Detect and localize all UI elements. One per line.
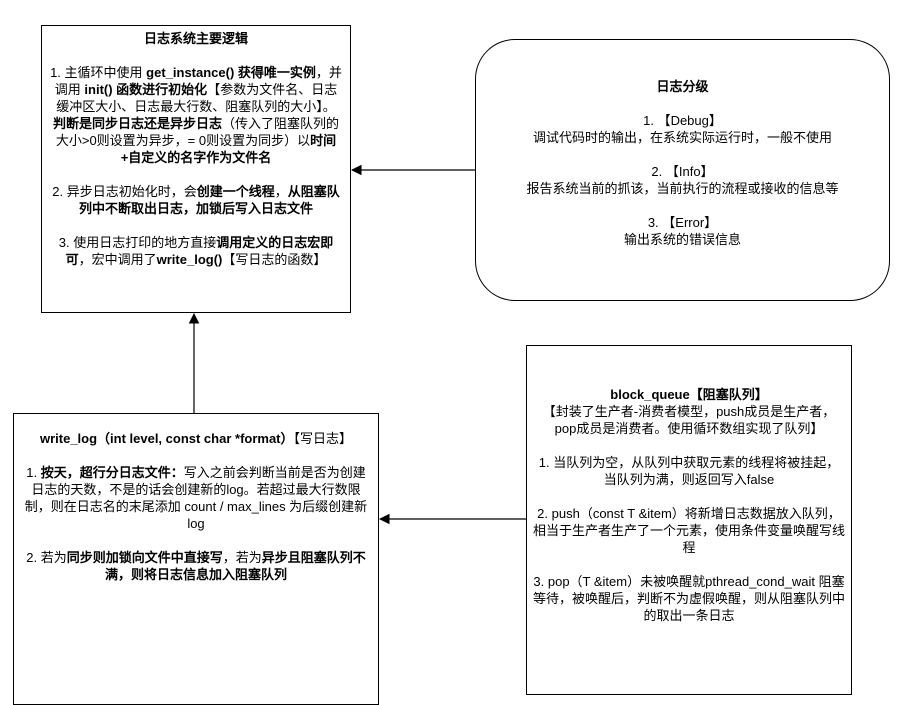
main-step2-text-b: ，: [274, 184, 288, 199]
main-step3-text-c: 【写日志的函数】: [222, 252, 327, 267]
write-step1-text-a: 1.: [26, 465, 41, 480]
main-logic-step-3: 3. 使用日志打印的地方直接调用定义的日志宏即可，宏中调用了write_log(…: [50, 234, 342, 268]
main-step1-text-a: 1. 主循环中使用: [50, 65, 147, 80]
main-step1-bold-d: 时间+自定义的名字作为文件名: [120, 133, 337, 165]
log-level-debug-desc: 调试代码时的输出，在系统实际运行时，一般不使用: [532, 130, 832, 145]
block-queue-box: block_queue【阻塞队列】 【封装了生产者-消费者模型，push成员是生…: [526, 345, 852, 695]
main-logic-box: 日志系统主要逻辑 1. 主循环中使用 get_instance() 获得唯一实例…: [41, 25, 351, 313]
log-level-info-head: 2. 【Info】: [651, 164, 714, 179]
write-log-box: write_log（int level, const char *format）…: [13, 413, 379, 705]
log-level-error-head: 3. 【Error】: [647, 215, 718, 230]
write-step1-text-b: 写入之前会判断当前是否为创建日志的天数，不是的话会创建新的log。若超过最大行数…: [24, 465, 368, 531]
main-step3-bold-a: 调用定义的日志宏即可: [65, 235, 334, 267]
write-log-title-signature: write_log（int level, const char *format）: [39, 431, 294, 446]
write-step2-text-a: 2. 若为: [26, 550, 67, 565]
main-logic-step-2: 2. 异步日志初始化时，会创建一个线程，从阻塞队列中不断取出日志，加锁后写入日志…: [50, 183, 342, 217]
main-step2-text-a: 2. 异步日志初始化时，会: [52, 184, 197, 199]
write-log-title: write_log（int level, const char *format）…: [22, 430, 370, 447]
block-queue-subtitle: 【封装了生产者-消费者模型，push成员是生产者，pop成员是消费者。使用循环数…: [542, 404, 836, 436]
main-step1-text-d: （传入了阻塞队列的大小>0则设置为异步，= 0则设置为同步）以: [55, 116, 340, 148]
main-step1-bold-c: 判断是同步日志还是异步日志: [52, 116, 222, 131]
main-step2-bold-a: 创建一个线程: [196, 184, 275, 199]
write-step2-bold-b: 异步且阻塞队列不满，则将日志信息加入阻塞队列: [104, 550, 366, 582]
log-level-debug-head: 1. 【Debug】: [643, 113, 722, 128]
main-step1-text-b: ，并调用: [54, 65, 342, 97]
block-queue-title: block_queue【阻塞队列】: [610, 387, 768, 402]
log-levels-box: 日志分级 1. 【Debug】 调试代码时的输出，在系统实际运行时，一般不使用 …: [475, 39, 890, 301]
write-log-step-1: 1. 按天，超行分日志文件：写入之前会判断当前是否为创建日志的天数，不是的话会创…: [22, 464, 370, 532]
block-queue-point-2: 2. push（const T &item）将新增日志数据放入队列，相当于生产者…: [533, 506, 846, 555]
main-step3-text-b: ，宏中调用了: [78, 252, 157, 267]
main-step2-bold-b: 从阻塞队列中不断取出日志，加锁后写入日志文件: [78, 184, 340, 216]
main-step3-text-a: 3. 使用日志打印的地方直接: [58, 235, 217, 250]
write-step2-bold-a: 同步则加锁向文件中直接写: [66, 550, 223, 565]
write-step2-text-b: ，若为: [222, 550, 262, 565]
main-logic-step-1: 1. 主循环中使用 get_instance() 获得唯一实例，并调用 init…: [50, 64, 342, 166]
log-levels-title: 日志分级: [656, 79, 709, 94]
main-logic-title: 日志系统主要逻辑: [143, 31, 248, 46]
block-queue-point-1: 1. 当队列为空，从队列中获取元素的线程将被挂起，当队列为满，则返回写入fals…: [538, 455, 840, 487]
write-log-title-note: 【写日志】: [293, 431, 353, 446]
main-step1-text-c: 【参数为文件名、日志缓冲区大小、日志最大行数、阻塞队列的大小】。: [56, 82, 338, 114]
main-step1-bold-a: get_instance() 获得唯一实例: [146, 65, 316, 80]
block-queue-point-3: 3. pop（T &item）未被唤醒就pthread_cond_wait 阻塞…: [533, 574, 846, 623]
log-level-error-desc: 输出系统的错误信息: [623, 232, 741, 247]
write-step1-bold-a: 按天，超行分日志文件：: [40, 465, 184, 480]
write-log-step-2: 2. 若为同步则加锁向文件中直接写，若为异步且阻塞队列不满，则将日志信息加入阻塞…: [22, 549, 370, 583]
main-step3-bold-b: write_log(): [156, 252, 223, 267]
log-level-info-desc: 报告系统当前的抓该，当前执行的流程或接收的信息等: [526, 181, 839, 196]
main-step1-bold-b: init() 函数进行初始化: [84, 82, 208, 97]
